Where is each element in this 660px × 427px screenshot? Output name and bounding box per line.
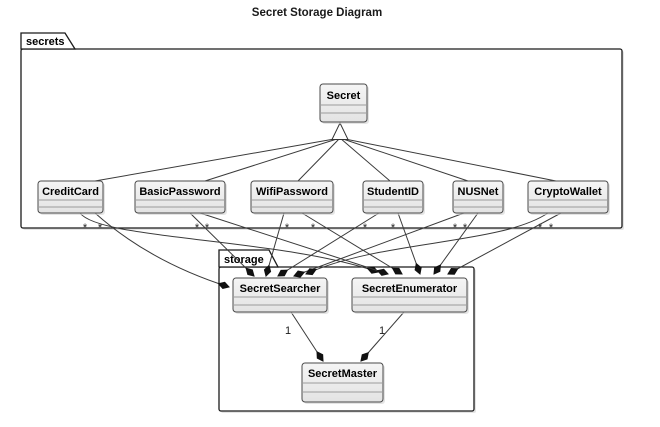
class-node-secretsearcher: SecretSearcher	[232, 277, 329, 314]
composition-edge	[301, 212, 403, 275]
composition-edge	[199, 212, 389, 276]
composition-edge	[397, 212, 422, 275]
multiplicity-one: 1	[285, 325, 291, 337]
composition-edge	[305, 212, 549, 276]
composition-edges-secretmaster	[290, 311, 405, 362]
composition-edge	[277, 212, 380, 277]
multiplicity-star: *	[391, 222, 396, 234]
multiplicity-star: *	[538, 222, 543, 234]
composition-edge	[433, 212, 479, 275]
composition-edge	[293, 212, 465, 278]
class-box	[527, 180, 609, 214]
class-name: NUSNet	[458, 186, 499, 198]
class-node-studentid: StudentID	[362, 180, 425, 215]
class-node-secret: Secret	[319, 83, 369, 124]
class-box	[232, 277, 328, 313]
inheritance-triangle-icon	[331, 121, 349, 140]
composition-edge	[94, 212, 230, 289]
package-storage-tab	[218, 249, 280, 268]
inheritance-edge-wifipassword	[297, 137, 341, 182]
class-name: CreditCard	[42, 186, 99, 198]
composition-edge	[290, 311, 324, 362]
class-node-wifipassword: WifiPassword	[250, 180, 335, 215]
composition-edge	[263, 212, 285, 277]
class-name: BasicPassword	[139, 186, 220, 198]
class-box	[362, 180, 424, 214]
class-node-basicpassword: BasicPassword	[134, 180, 227, 215]
inheritance-edge-creditcard	[94, 137, 341, 182]
package-storage-label: storage	[224, 254, 264, 266]
class-name: CryptoWallet	[534, 186, 602, 198]
diagram-title: Secret Storage Diagram	[252, 7, 382, 19]
composition-edge	[360, 311, 405, 362]
package-secrets-tab	[20, 32, 77, 50]
inheritance-edge-cryptowallet	[339, 137, 557, 182]
class-name: SecretEnumerator	[362, 283, 458, 295]
multiplicity-star: *	[311, 222, 316, 234]
multiplicity-star: *	[463, 222, 468, 234]
class-box	[250, 180, 334, 214]
class-node-nusnet: NUSNet	[452, 180, 505, 215]
class-name: WifiPassword	[256, 186, 328, 198]
composition-edge	[447, 212, 562, 275]
inheritance-edge-studentid	[339, 137, 391, 182]
package-secrets-label: secrets	[26, 36, 65, 48]
class-box	[134, 180, 226, 214]
class-name: SecretSearcher	[240, 283, 321, 295]
composition-edge	[79, 212, 379, 274]
class-node-secretenumerator: SecretEnumerator	[351, 277, 469, 314]
class-name: StudentID	[367, 186, 419, 198]
multiplicity-star: *	[453, 222, 458, 234]
multiplicity-star: *	[363, 222, 368, 234]
class-node-creditcard: CreditCard	[37, 180, 105, 215]
class-node-cryptowallet: CryptoWallet	[527, 180, 610, 215]
multiplicity-star: *	[205, 222, 210, 234]
composition-edges-secretenumerator	[79, 212, 562, 276]
multiplicity-star: *	[549, 222, 554, 234]
multiplicity-star: *	[98, 222, 103, 234]
multiplicity-star: *	[285, 222, 290, 234]
multiplicity-star: *	[195, 222, 200, 234]
class-name: Secret	[327, 90, 361, 102]
multiplicity-star: *	[83, 222, 88, 234]
class-name: SecretMaster	[308, 368, 378, 380]
inheritance-edge-basicpassword	[204, 137, 341, 182]
class-box	[351, 277, 468, 313]
multiplicity-one: 1	[379, 325, 385, 337]
composition-edge	[189, 212, 255, 277]
inheritance-edge-nusnet	[339, 137, 469, 182]
class-box	[37, 180, 104, 214]
inheritance-edges	[94, 121, 557, 182]
class-box	[452, 180, 504, 214]
composition-edges-secretsearcher	[94, 212, 549, 289]
class-node-secretmaster: SecretMaster	[301, 362, 385, 404]
multiplicity-labels: * * * * * * * * * * * * 1 1	[83, 222, 554, 337]
